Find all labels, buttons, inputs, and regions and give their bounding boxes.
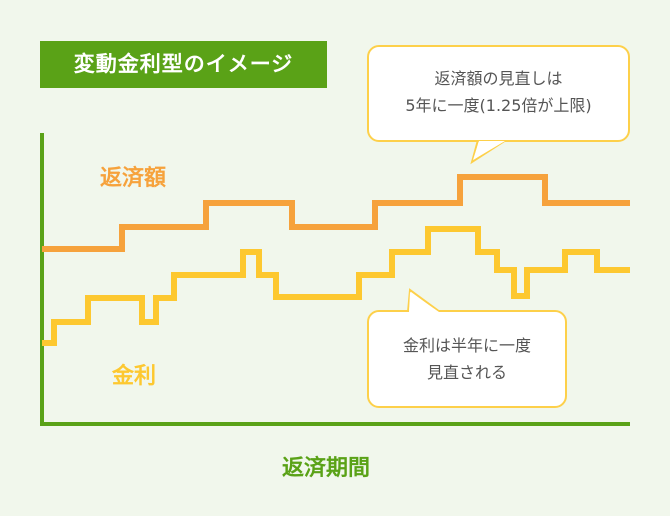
x-axis-label: 返済期間 <box>282 456 371 481</box>
rate-review-callout: 金利は半年に一度 見直される <box>367 310 567 408</box>
callout-text: 返済額の見直しは <box>434 69 563 88</box>
rate-label: 金利 <box>112 364 157 389</box>
bubble-tail-rate <box>406 288 444 313</box>
callout-text: 金利は半年に一度 <box>402 336 531 355</box>
axes <box>40 133 630 426</box>
callout-text: 5年に一度(1.25倍が上限) <box>405 96 592 115</box>
bubble-tail-payment <box>470 139 510 165</box>
payment-review-callout: 返済額の見直しは 5年に一度(1.25倍が上限) <box>367 45 630 142</box>
payment-line <box>42 174 630 252</box>
diagram-title: 変動金利型のイメージ <box>40 41 327 88</box>
callout-text: 見直される <box>426 363 507 382</box>
rate-line <box>42 226 630 346</box>
payment-label: 返済額 <box>100 166 167 191</box>
